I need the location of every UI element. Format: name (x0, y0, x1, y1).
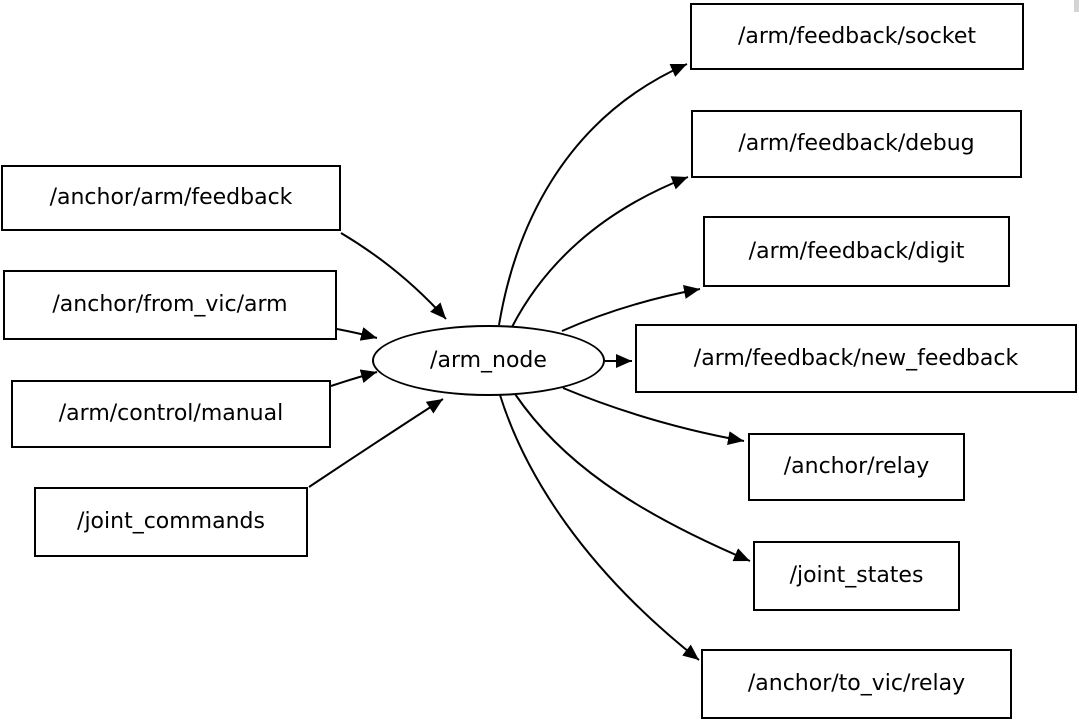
scrollbar-artifact (1074, 0, 1079, 12)
node-label: /anchor/from_vic/arm (52, 292, 288, 317)
node-arm-node: /arm_node (372, 325, 605, 396)
edge-arm-node-to-anchor-relay (562, 387, 745, 446)
node-label: /joint_states (789, 563, 924, 588)
node-label: /joint_commands (77, 509, 265, 534)
edge-anchor-arm-feedback-to-arm-node (340, 232, 447, 320)
node-arm-control-manual: /arm/control/manual (11, 380, 331, 448)
node-arm-feedback-debug: /arm/feedback/debug (691, 110, 1022, 178)
edge-arm-control-manual-to-arm-node (330, 369, 378, 387)
node-arm-feedback-digit: /arm/feedback/digit (703, 216, 1010, 287)
node-label: /anchor/to_vic/relay (747, 671, 966, 696)
node-label: /anchor/relay (783, 454, 930, 479)
edge-anchor-from-vic-arm-to-arm-node (336, 327, 378, 341)
edge-arm-node-to-anchor-to-vic-relay (499, 394, 700, 661)
edge-arm-node-to-joint-states (514, 393, 751, 562)
edge-joint-commands-to-arm-node (308, 398, 444, 488)
node-label: /arm/feedback/new_feedback (693, 345, 1019, 371)
edge-arm-node-to-arm-feedback-socket (498, 63, 688, 326)
node-arm-feedback-new-feedback: /arm/feedback/new_feedback (635, 324, 1077, 393)
node-label: /arm/control/manual (58, 401, 284, 426)
node-anchor-relay: /anchor/relay (748, 433, 965, 501)
node-arm-feedback-socket: /arm/feedback/socket (690, 3, 1024, 70)
node-joint-commands: /joint_commands (34, 487, 308, 557)
edge-arm-node-to-arm-feedback-debug (511, 176, 689, 328)
node-label: /arm/feedback/digit (748, 238, 965, 264)
edge-arm-node-to-arm-feedback-digit (561, 285, 701, 332)
node-label: /arm/feedback/debug (738, 131, 975, 156)
node-anchor-from-vic-arm: /anchor/from_vic/arm (3, 270, 337, 340)
node-anchor-arm-feedback: /anchor/arm/feedback (1, 165, 341, 231)
node-label: /anchor/arm/feedback (49, 185, 293, 210)
node-label: /arm/feedback/socket (737, 23, 976, 49)
node-joint-states: /joint_states (753, 541, 960, 611)
node-label: /arm_node (430, 347, 547, 373)
node-anchor-to-vic-relay: /anchor/to_vic/relay (701, 649, 1012, 719)
